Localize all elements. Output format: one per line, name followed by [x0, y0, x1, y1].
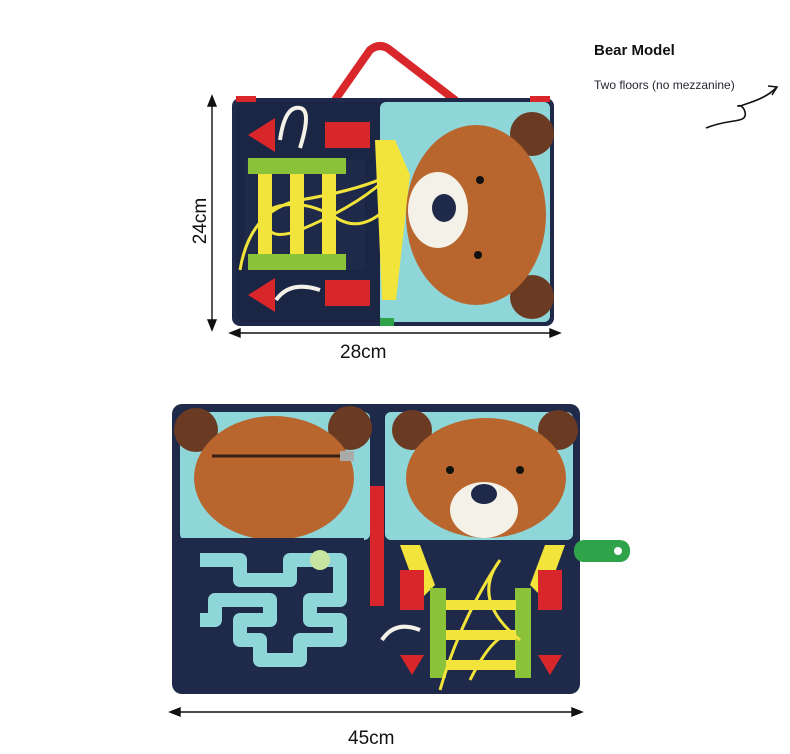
product-title: Bear Model [594, 42, 675, 59]
curved-arrow-icon [705, 85, 779, 129]
dimension-line-horizontal-top [228, 327, 562, 339]
width-top-label: 28cm [340, 342, 387, 363]
open-book-image [172, 404, 630, 694]
dimension-line-vertical [206, 94, 218, 332]
dimension-line-horizontal-bottom [168, 706, 584, 718]
width-bottom-label: 45cm [348, 728, 395, 749]
product-subtitle: Two floors (no mezzanine) [594, 78, 735, 92]
closed-book-image [232, 42, 554, 326]
height-label: 24cm [190, 197, 212, 245]
